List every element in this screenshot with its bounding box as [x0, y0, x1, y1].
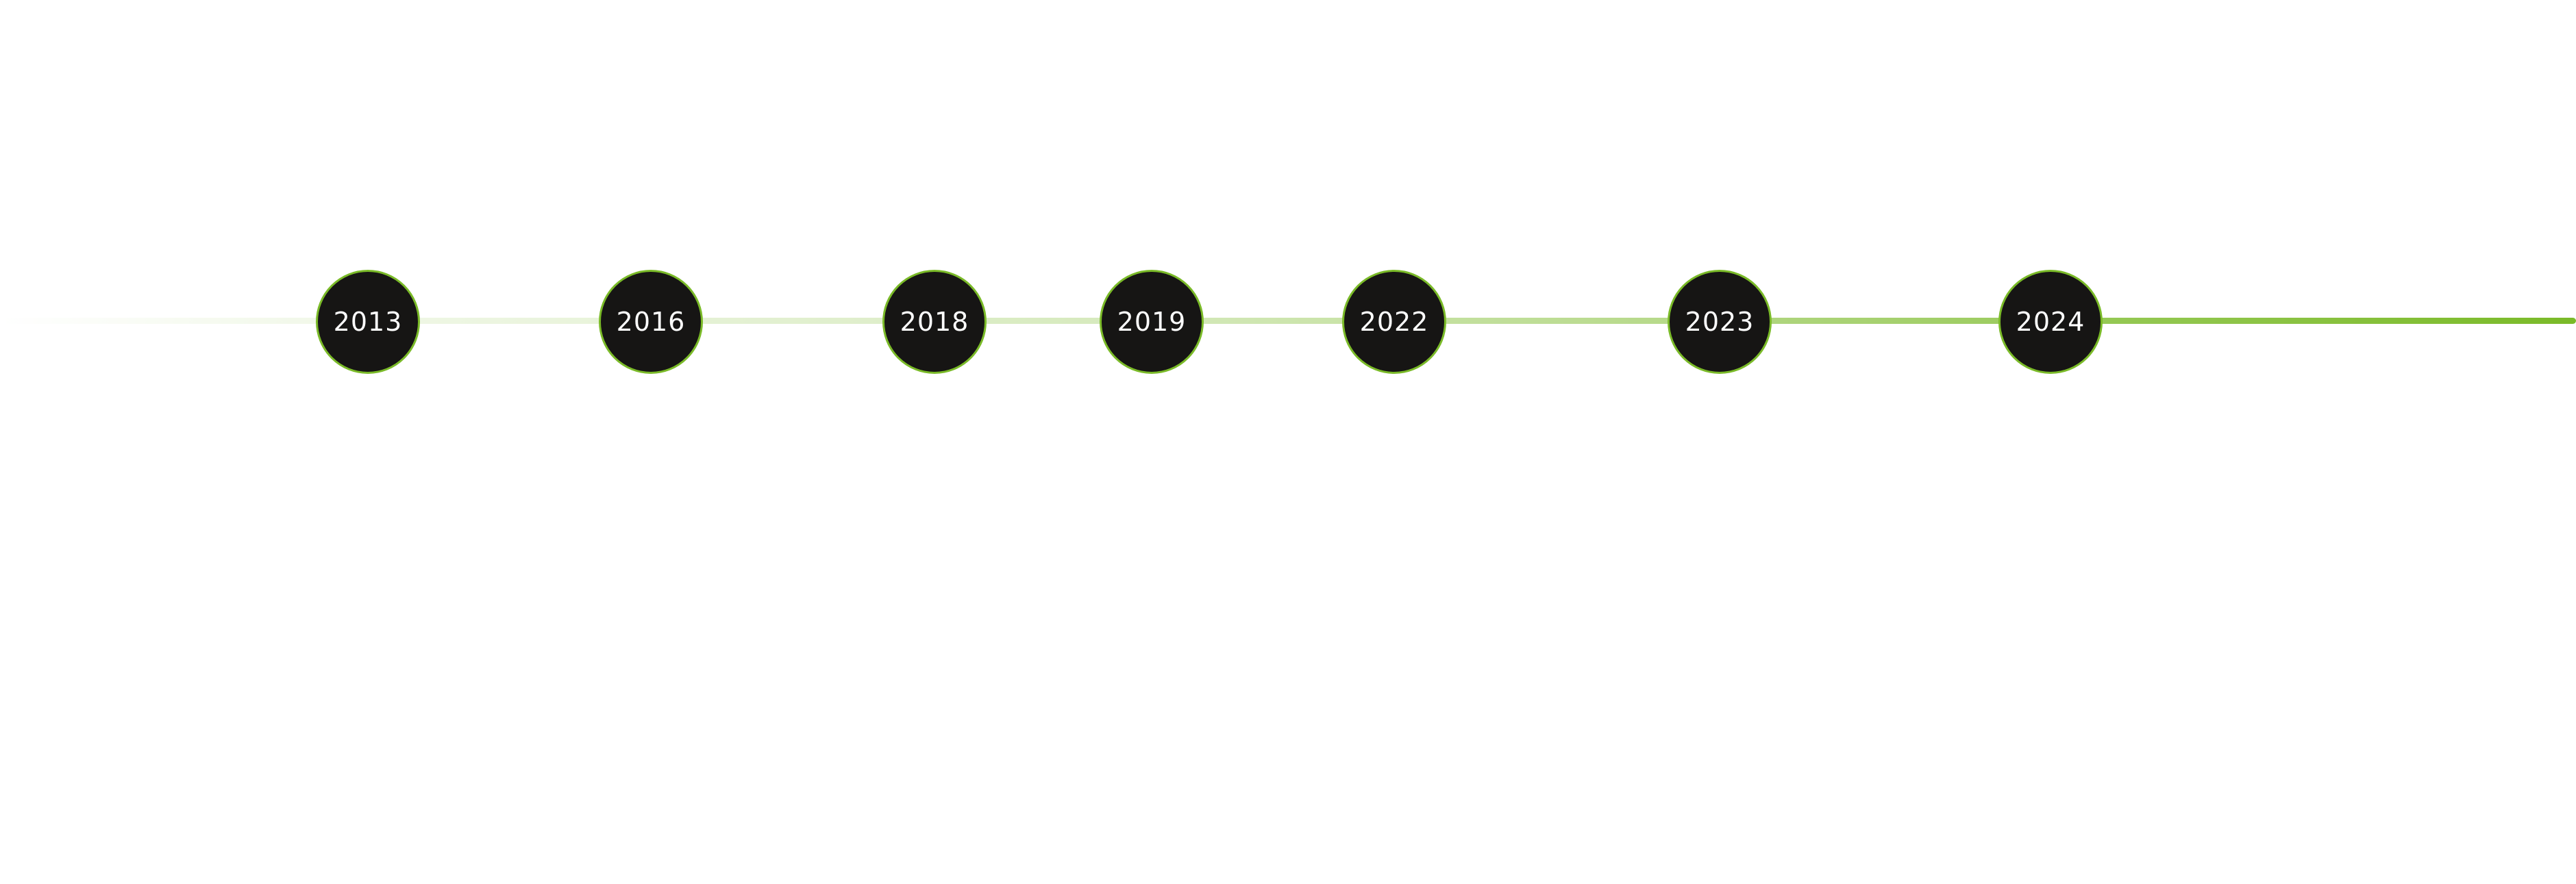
timeline-node-2016[interactable]: 2016: [599, 270, 703, 374]
timeline-node-2024[interactable]: 2024: [1998, 270, 2103, 374]
timeline-node-2022[interactable]: 2022: [1342, 270, 1446, 374]
timeline-node-2023[interactable]: 2023: [1668, 270, 1772, 374]
timeline-year-label: 2013: [333, 307, 403, 337]
timeline-year-label: 2016: [616, 307, 686, 337]
timeline-node-2018[interactable]: 2018: [882, 270, 987, 374]
timeline-year-label: 2023: [1685, 307, 1755, 337]
timeline-year-label: 2019: [1117, 307, 1187, 337]
timeline-year-label: 2024: [2016, 307, 2085, 337]
timeline-node-2019[interactable]: 2019: [1100, 270, 1204, 374]
timeline-track: [0, 318, 2576, 324]
timeline-year-label: 2022: [1359, 307, 1429, 337]
timeline-year-label: 2018: [900, 307, 969, 337]
timeline-node-2013[interactable]: 2013: [316, 270, 420, 374]
